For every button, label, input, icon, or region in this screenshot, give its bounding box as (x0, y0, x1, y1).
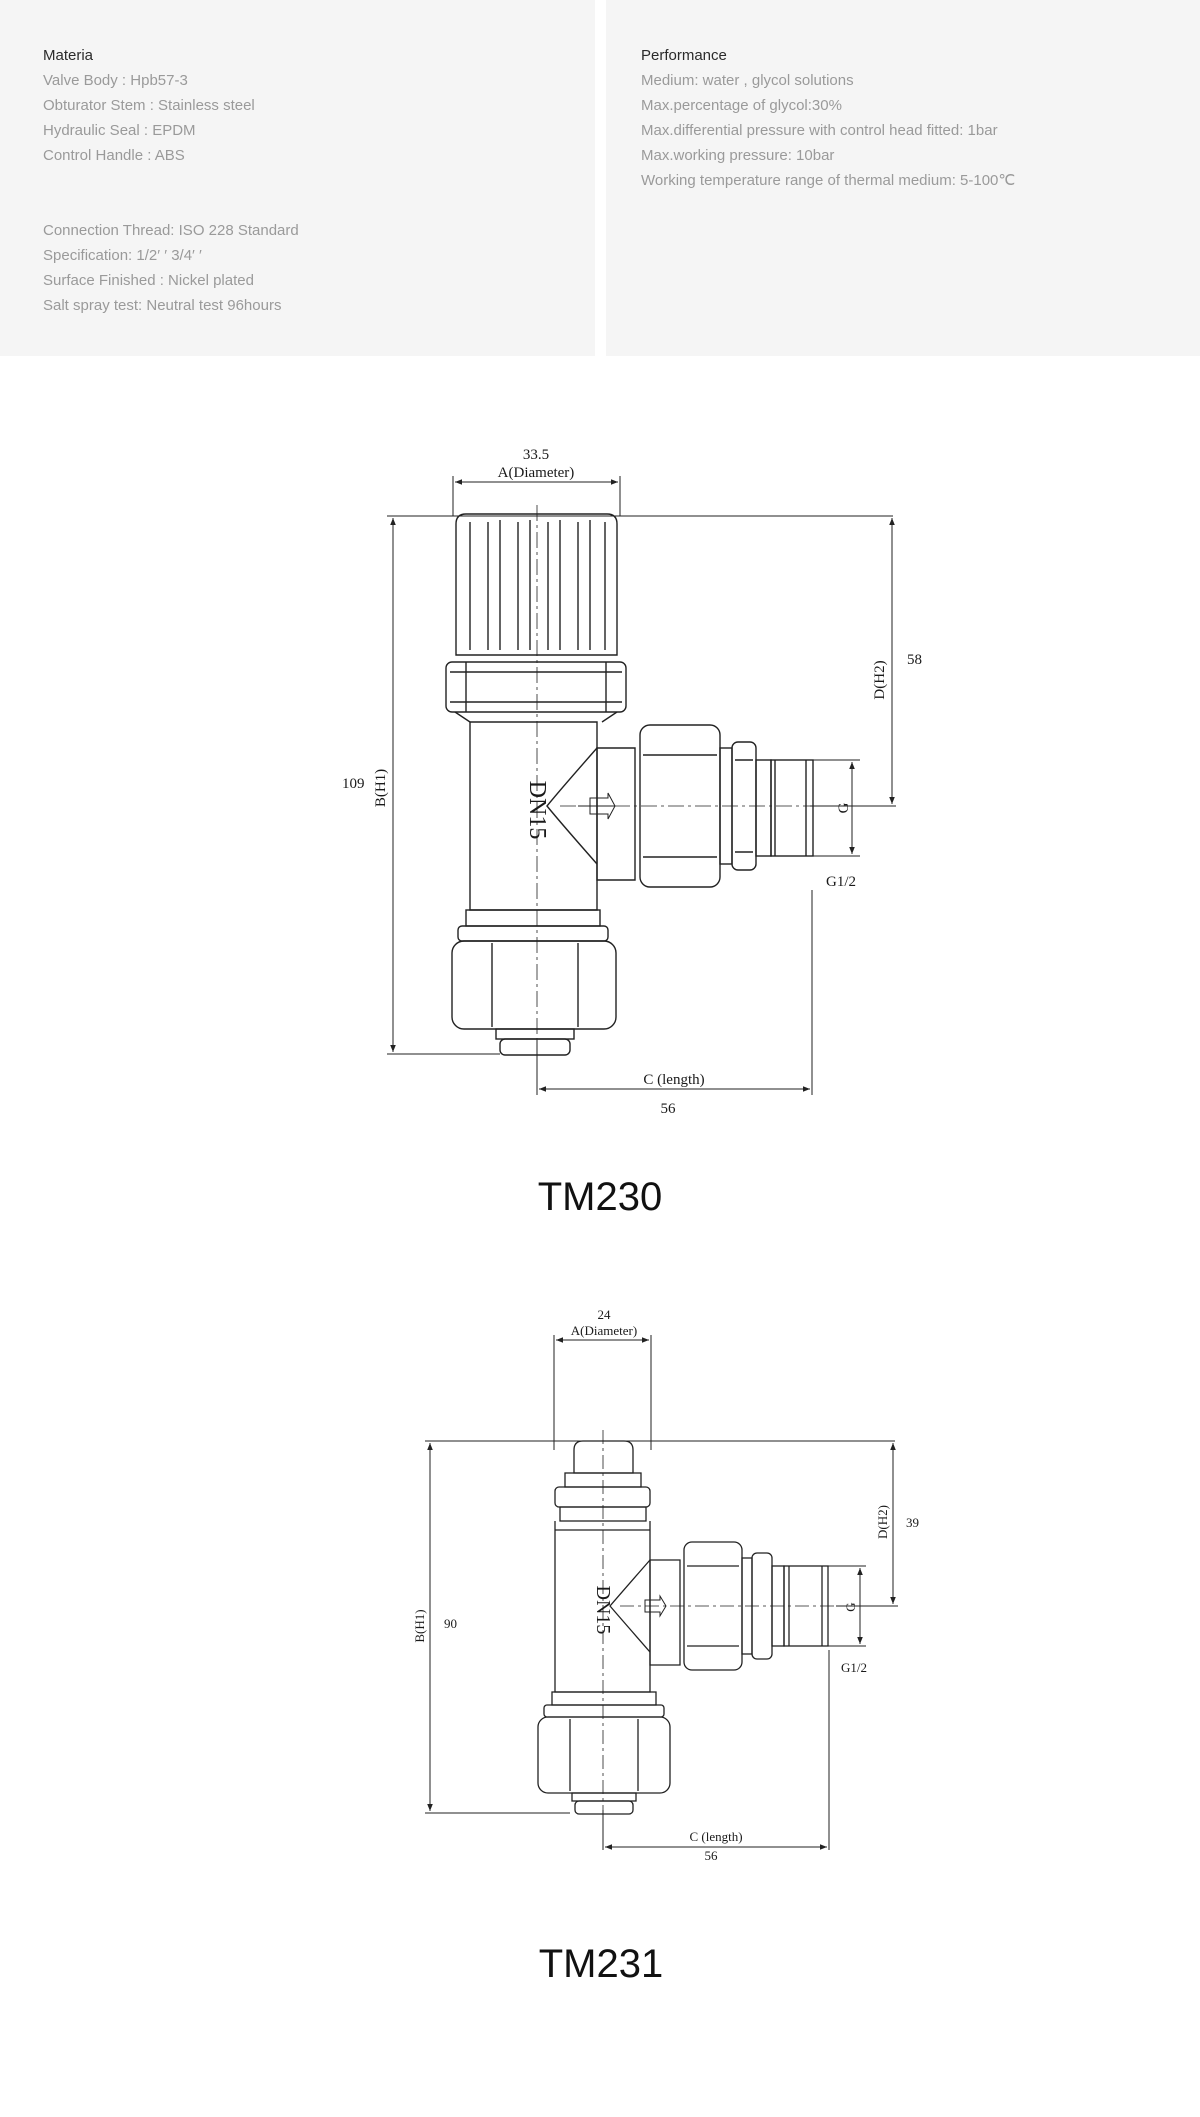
technical-drawings: 33.5 A(Diameter) 109 B(H1) D(H2) 58 G G1… (342, 447, 922, 1986)
tm231-dim-b (425, 1440, 895, 1814)
perf-line-working-pressure: Max.working pressure: 10bar (641, 147, 835, 164)
tm230-body (469, 721, 636, 911)
tm231-dim-a (553, 1335, 652, 1450)
tm231-model-title: TM231 (539, 1942, 664, 1986)
spec-line-specification: Specification: 1/2′ ′ 3/4′ ′ (43, 247, 202, 264)
tm230-b-label: B(H1) (373, 769, 389, 807)
tm230-a-value: 33.5 (523, 447, 549, 463)
tm230-handle (445, 513, 627, 723)
performance-panel: Performance Medium: water , glycol solut… (606, 0, 1200, 356)
perf-line-diff-pressure: Max.differential pressure with control h… (641, 122, 998, 139)
tm231-c-label: C (length) (689, 1829, 742, 1844)
tm230-a-label: A(Diameter) (498, 465, 575, 481)
spec-gap (43, 168, 595, 218)
tm231-c-value: 56 (705, 1848, 719, 1863)
tm231-a-label: A(Diameter) (571, 1323, 637, 1338)
tm231-b-label: B(H1) (412, 1609, 427, 1642)
spec-line-obturator-stem: Obturator Stem : Stainless steel (43, 97, 255, 114)
tm231-body (554, 1521, 681, 1693)
tm230-side-nut (639, 724, 814, 888)
tm230-g-label: G (836, 802, 852, 813)
perf-line-temperature: Working temperature range of thermal med… (641, 172, 1016, 189)
tm231-cap (554, 1440, 651, 1531)
tm230-d-label: D(H2) (872, 660, 888, 699)
tm231-a-value: 24 (598, 1307, 612, 1322)
perf-line-medium: Medium: water , glycol solutions (641, 72, 854, 89)
spec-line-hydraulic-seal: Hydraulic Seal : EPDM (43, 122, 196, 139)
spec-line-surface-finished: Surface Finished : Nickel plated (43, 272, 254, 289)
tm231-dim-g (826, 1565, 866, 1647)
tm231-d-value: 39 (906, 1515, 919, 1530)
spec-line-control-handle: Control Handle : ABS (43, 147, 185, 164)
tm231-center-lines (602, 1430, 850, 1825)
tm230-b-value: 109 (342, 776, 365, 792)
tm230-labels: 33.5 A(Diameter) 109 B(H1) D(H2) 58 G G1… (342, 447, 922, 1219)
materials-panel: Materia Valve Body : Hpb57-3 Obturator S… (0, 0, 595, 356)
tm230-c-label: C (length) (643, 1072, 704, 1088)
tm230-model-title: TM230 (538, 1175, 663, 1219)
tm230-dim-b (387, 515, 893, 1055)
tm230-d-value: 58 (907, 652, 922, 668)
tm231-d-label: D(H2) (875, 1505, 890, 1539)
tm230-dim-a (452, 476, 621, 516)
materials-heading: Materia (43, 47, 94, 64)
tm230-drawing (387, 476, 896, 1095)
tm231-drawing (425, 1335, 898, 1850)
tm230-c-value: 56 (661, 1101, 677, 1117)
perf-line-glycol: Max.percentage of glycol:30% (641, 97, 842, 114)
spec-line-valve-body: Valve Body : Hpb57-3 (43, 72, 188, 89)
tm230-body-mark: DN15 (524, 781, 550, 840)
tm230-bottom-nut (451, 909, 617, 1056)
tm230-thread-label: G1/2 (826, 874, 856, 890)
spec-line-salt-spray: Salt spray test: Neutral test 96hours (43, 297, 282, 314)
spec-line-connection-thread: Connection Thread: ISO 228 Standard (43, 222, 299, 239)
performance-heading: Performance (641, 47, 727, 64)
tm231-labels: 24 A(Diameter) B(H1) 90 D(H2) 39 G G1/2 … (412, 1307, 919, 1986)
tm230-center-lines (536, 505, 840, 1065)
tm231-body-mark: DN15 (592, 1586, 614, 1635)
panel-divider-strip (270, 356, 1060, 364)
tm231-thread-label: G1/2 (841, 1660, 867, 1675)
tm231-dim-c (602, 1650, 830, 1850)
tm231-g-label: G (843, 1602, 858, 1611)
tm231-b-value: 90 (444, 1616, 457, 1631)
tm231-bottom-nut (537, 1691, 671, 1815)
